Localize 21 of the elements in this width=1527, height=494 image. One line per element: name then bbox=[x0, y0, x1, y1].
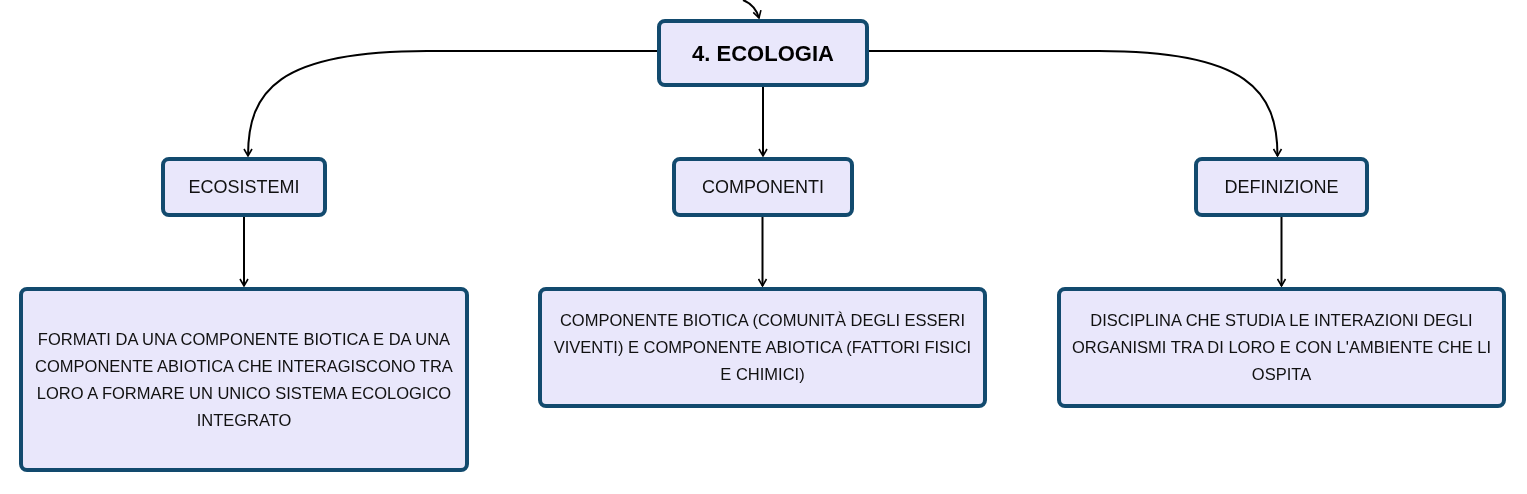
box-text: DEFINIZIONE bbox=[1224, 175, 1339, 199]
arrow bbox=[742, 0, 762, 19]
concept-box bbox=[672, 157, 854, 217]
box-text: FORMATI DA UNA COMPONENTE BIOTICA E DA UNA COMPONENTE ABIOTICA CHE INTERAGISCONO TRA LORO A FORMARE UN UNICO SISTEMA ECOLOGICO INTEGRATO bbox=[34, 328, 454, 431]
arrow bbox=[1276, 216, 1287, 287]
box-text: COMPONENTI bbox=[702, 175, 824, 199]
concept-box bbox=[538, 287, 987, 408]
arrow bbox=[758, 86, 768, 157]
arrow bbox=[868, 50, 1282, 157]
box-text: DISCIPLINA CHE STUDIA LE INTERAZIONI DEGLI ORGANISMI TRA DI LORO E CON L'AMBIENTE CHE LI OSPITA bbox=[1070, 310, 1493, 385]
arrow bbox=[243, 50, 658, 157]
concept-box bbox=[19, 287, 469, 472]
arrow bbox=[239, 216, 249, 287]
arrow bbox=[757, 216, 768, 287]
box-text: ECOSISTEMI bbox=[188, 175, 300, 199]
concept-box bbox=[657, 19, 869, 87]
concept-box bbox=[1057, 287, 1506, 408]
box-text: 4. ECOLOGIA bbox=[692, 39, 834, 68]
box-text: COMPONENTE BIOTICA (COMUNITÀ DEGLI ESSERI VIVENTI) E COMPONENTE ABIOTICA (FATTORI FISICI E CHIMICI) bbox=[552, 310, 973, 385]
concept-box bbox=[1194, 157, 1369, 217]
concept-box bbox=[161, 157, 327, 217]
